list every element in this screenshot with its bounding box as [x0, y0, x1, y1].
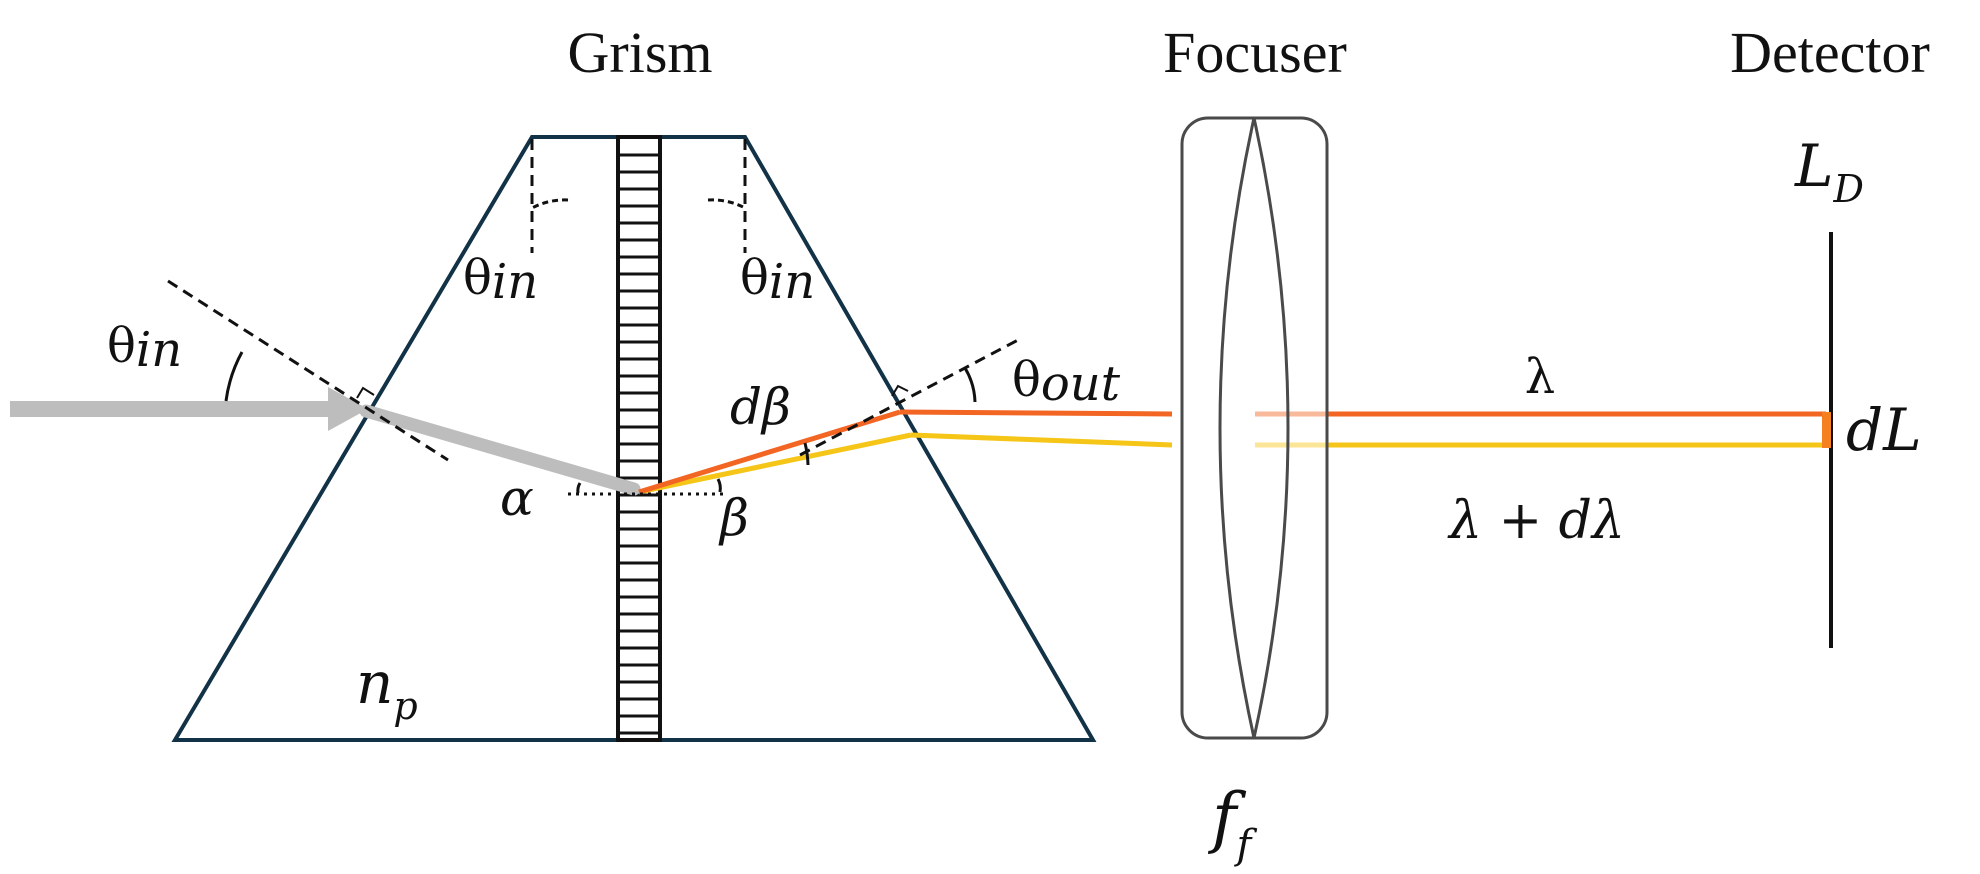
entrance-normal-dashed	[167, 279, 449, 462]
exit-right-angle-marker	[891, 384, 909, 397]
prism-outline	[171, 135, 1097, 742]
exit-normal-dashed	[799, 338, 1019, 457]
ray-lambda-plus-dlambda-to-focuser	[910, 432, 1173, 448]
d-beta-label: dβ	[730, 378, 791, 436]
beta-arc	[716, 478, 722, 493]
detector-heading: Detector	[1730, 20, 1930, 85]
dl-label: dL	[1846, 396, 1922, 464]
prism-index-label: np	[356, 649, 418, 728]
grating-strip	[616, 135, 662, 742]
right-apex-theta-arc	[707, 198, 746, 210]
theta-out-arc	[963, 367, 977, 403]
left-apex-theta-arc	[531, 198, 569, 210]
input-beam-arrow	[10, 387, 641, 496]
ray-lambda-plus-dlambda-internal	[638, 432, 912, 495]
focuser-lens	[1180, 116, 1329, 740]
theta-in-right-apex-label: θin	[740, 250, 815, 310]
entrance-right-angle-marker	[356, 386, 375, 399]
theta-in-entrance-label: θin	[107, 318, 182, 378]
d-beta-arc	[803, 442, 810, 466]
lambda-label: λ	[1525, 349, 1555, 405]
ray-lambda-to-focuser	[899, 409, 1173, 417]
grism-heading: Grism	[568, 20, 713, 85]
focuser-heading: Focuser	[1163, 20, 1347, 85]
detector-length-label: LD	[1794, 132, 1864, 211]
lambda-plus-dlambda-label: λ + dλ	[1447, 491, 1625, 551]
focal-length-label: ff	[1207, 779, 1257, 868]
theta-in-left-apex-label: θin	[463, 250, 538, 310]
theta-out-label: θout	[1012, 352, 1121, 412]
detector-spot	[1822, 412, 1831, 448]
beta-label: β	[718, 489, 749, 547]
alpha-arc	[576, 482, 582, 494]
theta-in-entrance-arc	[224, 351, 244, 402]
alpha-label: α	[500, 469, 534, 527]
